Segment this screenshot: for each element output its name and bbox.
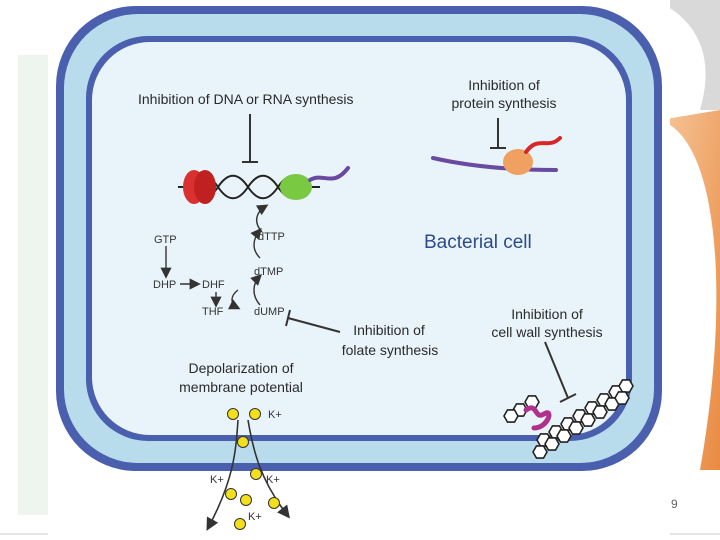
peptidoglycan-hexagon <box>556 429 572 443</box>
pathway-thf: THF <box>202 306 224 318</box>
pathway-gtp: GTP <box>154 234 177 246</box>
peptidoglycan-hexagon <box>592 405 608 419</box>
potassium-ion <box>227 408 239 420</box>
protein-inhibition-label-line2: protein synthesis <box>451 95 557 111</box>
grey-swoosh <box>655 0 720 110</box>
potassium-ion <box>225 488 237 500</box>
folate-inhibition-line <box>287 317 341 333</box>
potassium-ion <box>268 497 280 509</box>
potassium-ion <box>240 494 252 506</box>
potassium-ion-label: K+ <box>266 474 280 486</box>
dna-rna-inhibition-label: Inhibition of DNA or RNA synthesis <box>138 91 354 107</box>
membrane-depolarization-label-line1: Depolarization of <box>188 360 294 376</box>
cell-wall-inhibition-bar <box>559 393 577 403</box>
antibiotic-targets-figure: Inhibition of DNA or RNA synthesis Inhib… <box>48 0 670 540</box>
ribosome <box>503 149 533 175</box>
potassium-ion-label: K+ <box>210 474 224 486</box>
pathway-dtmp: dTMP <box>254 266 284 278</box>
cell-wall-inhibition-label-line1: Inhibition of <box>511 306 583 322</box>
folate-inhibition-label-line2: folate synthesis <box>341 342 439 358</box>
topoisomerase-clamp <box>183 170 216 204</box>
folate-inhibition-bar <box>285 309 291 327</box>
potassium-ion-label: K+ <box>248 511 262 523</box>
peptidoglycan-hexagon <box>614 391 630 405</box>
potassium-ions <box>225 408 280 530</box>
folate-inhibition-label-line1: Inhibition of <box>353 322 425 338</box>
peptidoglycan-hexagon <box>568 421 584 435</box>
rna-strand <box>308 166 350 182</box>
peptidoglycan-hexagon <box>580 413 596 427</box>
bacterial-cell-diagram <box>56 6 662 531</box>
cell-wall-inhibition-label-line2: cell wall synthesis <box>491 324 603 340</box>
potassium-ion <box>234 518 246 530</box>
peptidoglycan-hexagon <box>503 409 519 423</box>
pathway-dump: dUMP <box>254 306 285 318</box>
peptidoglycan-hexagon <box>618 379 634 393</box>
peptidoglycan-hexagon <box>532 445 548 459</box>
pathway-dhp: DHP <box>153 279 177 291</box>
protein-inhibition-label-line1: Inhibition of <box>468 77 540 93</box>
potassium-ion <box>250 468 262 480</box>
peptidoglycan-hexagon <box>544 437 560 451</box>
rna-polymerase <box>280 174 312 200</box>
potassium-ion <box>237 436 249 448</box>
page-number: 9 <box>671 497 678 511</box>
peptide-chain <box>524 136 562 154</box>
potassium-ion <box>249 408 261 420</box>
pathway-dttp: dTTP <box>258 231 285 243</box>
potassium-ion-label: K+ <box>268 409 282 421</box>
mrna-strand <box>431 156 558 172</box>
membrane-depolarization-label-line2: membrane potential <box>179 379 303 395</box>
bacterial-cell-label: Bacterial cell <box>424 232 532 253</box>
orange-swoosh <box>660 110 720 470</box>
pathway-dhf: DHF <box>202 279 225 291</box>
ion-channel <box>206 419 290 531</box>
cytoplasm <box>92 42 626 435</box>
folate-pathway-arrows <box>160 204 269 310</box>
cell-wall-inhibition-line <box>544 341 569 399</box>
cell-wall-precursor <box>523 405 552 431</box>
